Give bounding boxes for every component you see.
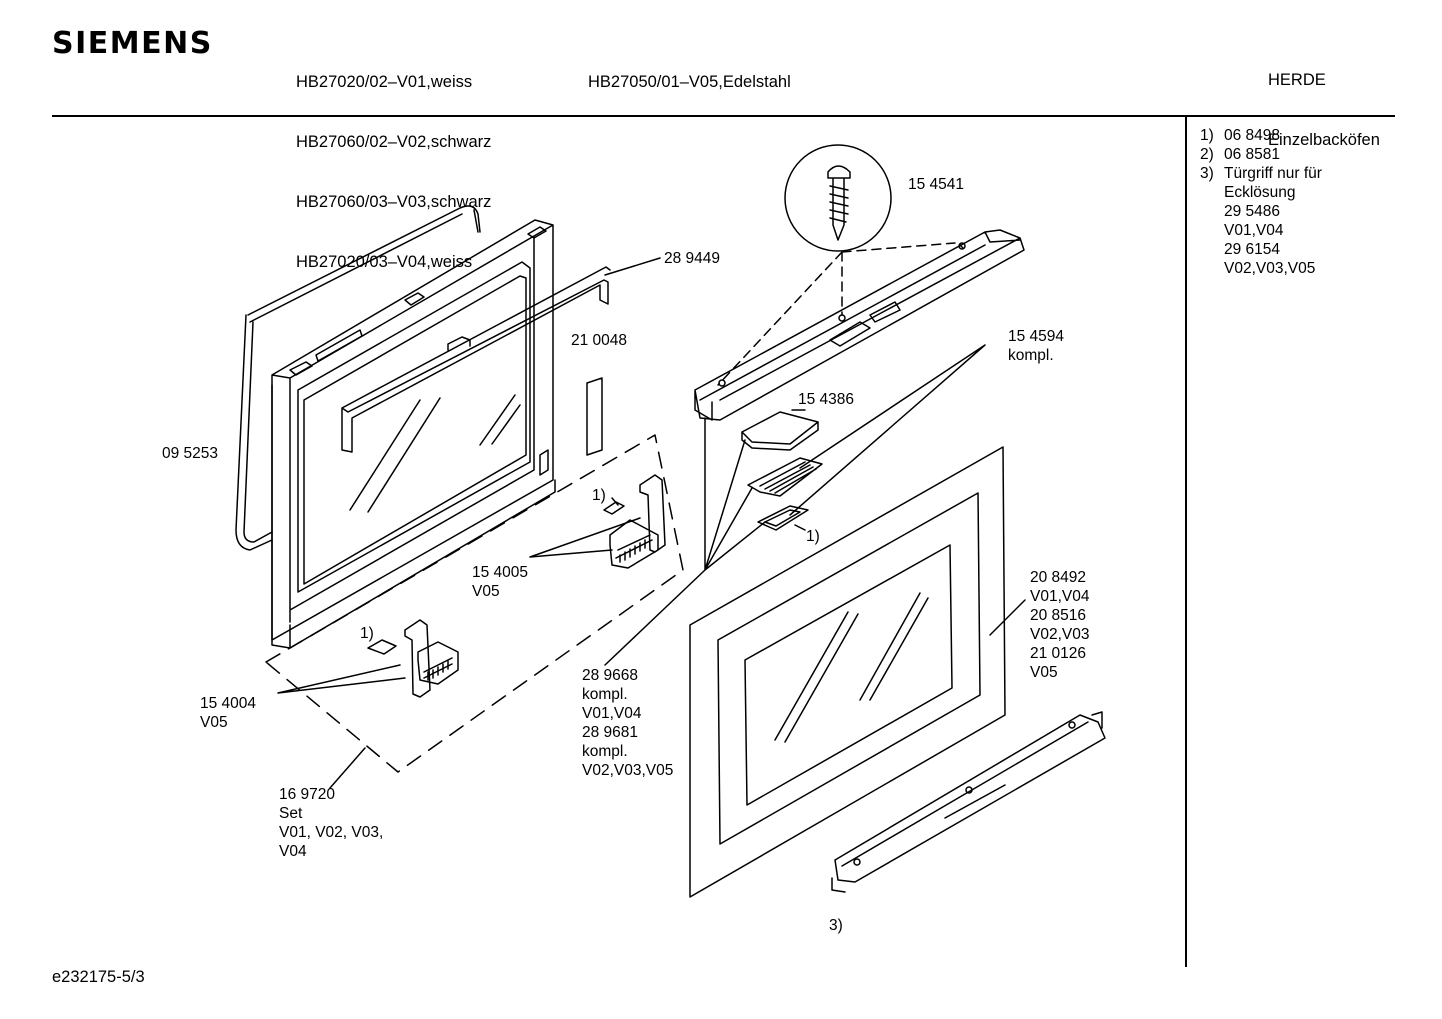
note-row: 3) Türgriff nur für (1200, 164, 1322, 183)
model-line: HB27020/03–V04,weiss (296, 253, 473, 271)
label-154005: 15 4005 V05 (472, 564, 529, 600)
screw-detail (827, 165, 851, 241)
model-list-1: HB27020/02–V01,weiss HB27060/02–V02,schw… (296, 32, 491, 292)
header-divider (52, 115, 1395, 117)
note-text: Türgriff nur für (1224, 165, 1322, 182)
vent-grille (747, 457, 823, 497)
label-095253: 09 5253 (162, 445, 219, 462)
door-top-bracket (341, 266, 611, 453)
model-line: HB27060/02–V02,schwarz (296, 133, 492, 151)
note-row: V01,V04 (1200, 221, 1322, 240)
label-289668: 28 9668 kompl. V01,V04 28 9681 kompl. V0… (582, 667, 674, 779)
inner-frame-inner-edge (297, 261, 531, 593)
outer-glass-reflection (774, 592, 929, 743)
category-line: HERDE (1268, 71, 1326, 89)
label-169720: 16 9720 Set V01, V02, V03, V04 (279, 786, 384, 860)
siemens-logo: SIEMENS (52, 26, 213, 61)
outer-glass-window (717, 492, 981, 845)
leader-note1c (794, 524, 806, 531)
hinge-lower (367, 619, 459, 698)
label-note1a: 1) (592, 487, 606, 504)
note-num: 2) (1200, 146, 1214, 163)
hinge-lower-teeth (427, 660, 449, 681)
door-front-frame (271, 384, 556, 649)
notes-divider (1185, 117, 1187, 967)
handle-screw (965, 786, 973, 794)
vent-seal (757, 505, 809, 531)
insulation-strip (586, 377, 603, 456)
label-210048: 21 0048 (571, 332, 628, 349)
model-list-2: HB27050/01–V05,Edelstahl (588, 32, 791, 112)
hinge-set-boundary (265, 434, 684, 773)
frame-tabs (289, 226, 549, 476)
door-seal-gasket (235, 205, 481, 551)
label-289449: 28 9449 (664, 250, 721, 267)
label-note1c: 1) (806, 528, 820, 545)
label-154594: 15 4594 kompl. (1008, 328, 1065, 364)
trim-hole (718, 379, 726, 387)
model-line: HB27050/01–V05,Edelstahl (588, 73, 791, 91)
note-text: V01,V04 (1224, 222, 1284, 239)
parts-notes: 1) 06 8498 2) 06 8581 3) Türgriff nur für E… (1200, 126, 1322, 278)
leader-289668 (604, 417, 766, 666)
leader-289449 (604, 257, 661, 276)
screw-detail-circle (784, 144, 892, 252)
note-text: V02,V03,V05 (1224, 260, 1316, 277)
note-text: Ecklösung (1224, 184, 1296, 201)
label-154541: 15 4541 (908, 176, 965, 193)
note-row: 2) 06 8581 (1200, 145, 1322, 164)
vent-cover (741, 411, 819, 451)
leader-169720 (329, 747, 366, 789)
label-154386: 15 4386 (798, 391, 855, 408)
leader-208492 (989, 599, 1026, 636)
model-line: HB27020/02–V01,weiss (296, 73, 473, 91)
hinge-upper (603, 474, 666, 569)
label-154004: 15 4004 V05 (200, 695, 257, 731)
trim-clips (829, 244, 964, 347)
note-text: 06 8498 (1224, 127, 1281, 144)
door-handle (831, 711, 1106, 893)
trim-hole (838, 314, 846, 322)
leader-154004 (277, 664, 406, 694)
note-text: 29 6154 (1224, 241, 1281, 258)
note-num: 3) (1200, 165, 1214, 182)
note-row: V02,V03,V05 (1200, 259, 1322, 278)
model-line: HB27060/03–V03,schwarz (296, 193, 492, 211)
outer-door-glass (689, 446, 1006, 898)
note-row: 29 6154 (1200, 240, 1322, 259)
note-row: Ecklösung (1200, 183, 1322, 202)
label-208492: 20 8492 V01,V04 20 8516 V02,V03 21 0126 … (1030, 569, 1090, 681)
hinge-upper-teeth (619, 539, 646, 563)
trim-hole (958, 242, 966, 250)
category-label: HERDE Einzelbacköfen (1268, 30, 1380, 170)
handle-screw (853, 858, 861, 866)
label-note3: 3) (829, 917, 843, 934)
leader-note1a (611, 497, 619, 506)
note-row: 29 5486 (1200, 202, 1322, 221)
door-top-trim (694, 229, 1025, 421)
screw-leaders (717, 242, 956, 386)
note-row: 1) 06 8498 (1200, 126, 1322, 145)
inner-door-frame (271, 219, 554, 641)
leader-154005 (529, 517, 641, 558)
note-text: 06 8581 (1224, 146, 1281, 163)
category-line: Einzelbacköfen (1268, 131, 1380, 149)
note-text: 29 5486 (1224, 203, 1281, 220)
label-note1b: 1) (360, 625, 374, 642)
handle-screw (1068, 721, 1076, 729)
leader-154594 (789, 344, 986, 516)
drawing-code: e232175-5/3 (52, 968, 145, 986)
note-num: 1) (1200, 127, 1214, 144)
inner-glass-reflection (349, 394, 521, 513)
